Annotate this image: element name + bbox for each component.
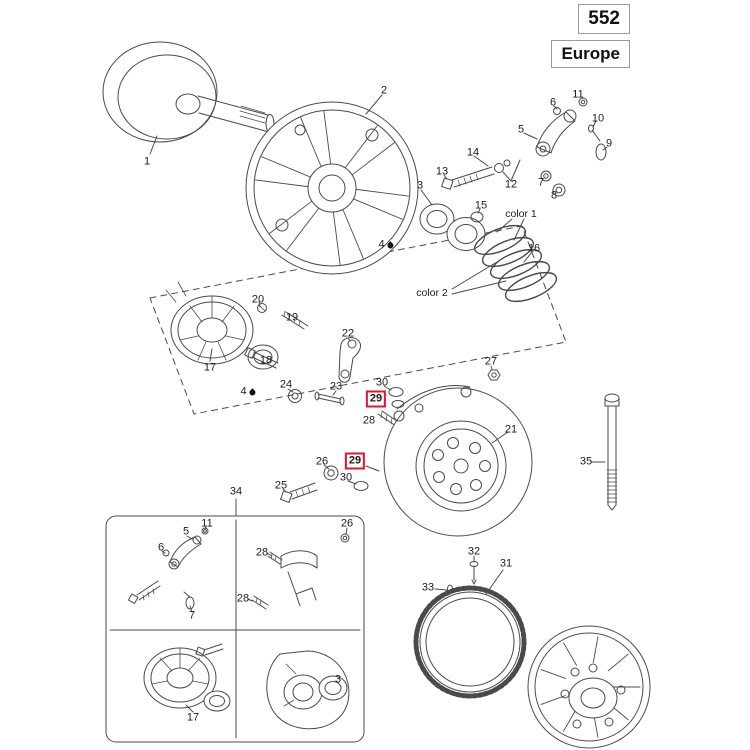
inset-housing-cell [266, 650, 350, 730]
part-15-washer [470, 208, 484, 223]
part-25-26-bolt-washer [280, 464, 380, 503]
color-2-leader [451, 261, 507, 295]
part-21-cover [383, 385, 533, 537]
part-1-fixed-sheave [102, 41, 279, 161]
spider-spokes [255, 111, 409, 265]
part-17-sliding-sheave [165, 281, 279, 370]
part-18-19-20-hardware [244, 301, 309, 369]
part-23-24-pin-washer [287, 388, 345, 406]
part-22-lever [338, 337, 361, 383]
color-1-leader [496, 218, 525, 241]
inset-rocker-cell [127, 526, 209, 613]
part-3-rings [419, 189, 486, 251]
inset-sheave-cell [143, 643, 231, 713]
drive-drum [527, 625, 651, 749]
inset-clamp-cell [247, 527, 350, 610]
page-number: 552 [588, 8, 620, 29]
part-31-ring-gear [413, 569, 527, 699]
part-2-spider [245, 94, 419, 275]
dashed-region [149, 225, 567, 415]
region-box: Europe [551, 40, 630, 68]
part-35-bolt [590, 393, 620, 511]
region-label: Europe [561, 44, 620, 63]
part-27-nut [487, 365, 501, 381]
part-13-bolt [441, 155, 521, 190]
part-16-spring [451, 218, 558, 303]
part-5-rocker-arm-assembly [523, 97, 608, 197]
page-number-box: 552 [578, 4, 630, 34]
